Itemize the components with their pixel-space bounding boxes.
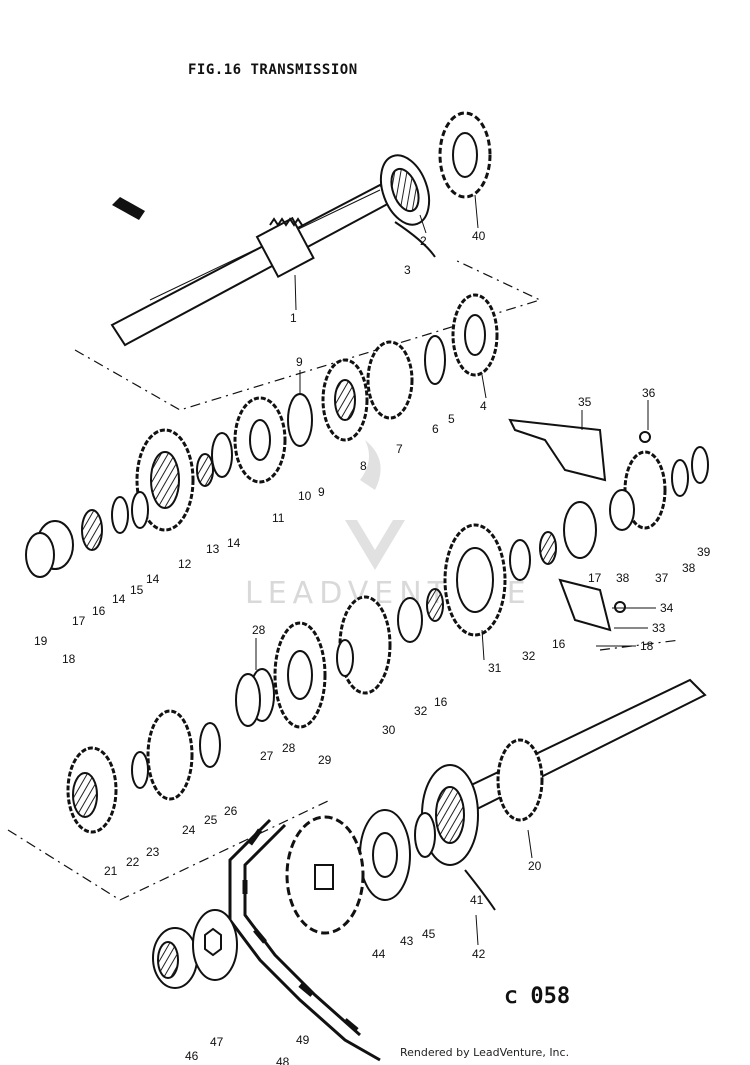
callout-22: 22: [126, 855, 140, 869]
callout-15: 15: [130, 583, 144, 597]
callout-36: 36: [642, 386, 656, 400]
callout-9b: 9: [318, 485, 325, 499]
callout-41: 41: [470, 893, 484, 907]
callout-10: 10: [298, 489, 312, 503]
callout-11: 11: [272, 511, 285, 525]
callout-34: 34: [660, 601, 674, 615]
sprocket-40: [438, 111, 492, 199]
callout-47: 47: [210, 1035, 224, 1049]
callout-18: 18: [62, 652, 76, 666]
callout-6: 6: [432, 422, 439, 436]
callout-38b: 38: [616, 571, 630, 585]
countershaft-gears: [25, 293, 499, 578]
callout-32a: 32: [522, 649, 536, 663]
countershaft: [110, 154, 436, 347]
nut-washer: [152, 909, 238, 989]
callout-1: 1: [290, 311, 297, 325]
callout-32b: 32: [414, 704, 428, 718]
callout-5: 5: [448, 412, 455, 426]
callout-12: 12: [178, 557, 192, 571]
arrow-icon: [112, 197, 145, 220]
callout-35: 35: [578, 395, 592, 409]
shift-bracket: [508, 418, 709, 632]
callout-39: 39: [697, 545, 711, 559]
callout-2: 2: [420, 234, 427, 248]
callout-49: 49: [296, 1033, 310, 1047]
callout-17: 17: [72, 614, 86, 628]
callout-48: 48: [276, 1055, 290, 1065]
callout-42: 42: [472, 947, 486, 961]
footer-credit: Rendered by LeadVenture, Inc.: [400, 1046, 570, 1059]
callout-14a: 14: [227, 536, 241, 550]
drive-chain: [228, 818, 381, 1062]
mainshaft-gears: [66, 501, 597, 834]
callout-labels: 40 2 3 1 4 5 6 7 8 9 9 10 11 12 13 14 14…: [34, 229, 711, 1065]
callout-28b: 28: [282, 741, 296, 755]
callout-18b: 18: [640, 639, 654, 653]
leader-lines: [255, 194, 656, 946]
callout-29: 29: [318, 753, 332, 767]
callout-40: 40: [472, 229, 486, 243]
callout-43: 43: [400, 934, 414, 948]
callout-16b: 16: [552, 637, 566, 651]
callout-31: 31: [488, 661, 502, 675]
callout-33: 33: [652, 621, 666, 635]
callout-7: 7: [396, 442, 403, 456]
callout-8: 8: [360, 459, 367, 473]
callout-16c: 16: [434, 695, 448, 709]
callout-14c: 14: [146, 572, 160, 586]
drive-sprocket: [285, 815, 365, 935]
callout-4: 4: [480, 399, 487, 413]
callout-9a: 9: [296, 355, 303, 369]
callout-24: 24: [182, 823, 196, 837]
callout-37: 37: [655, 571, 669, 585]
watermark-logo: [345, 440, 405, 570]
diagram-code: ⅽ 058: [505, 984, 571, 1009]
callout-19: 19: [34, 634, 48, 648]
callout-46: 46: [185, 1049, 199, 1063]
callout-30: 30: [382, 723, 396, 737]
callout-45: 45: [422, 927, 436, 941]
callout-13: 13: [206, 542, 220, 556]
figure-title: FIG.16 TRANSMISSION: [188, 62, 358, 78]
mainshaft: [359, 678, 707, 911]
callout-26: 26: [224, 804, 238, 818]
callout-16: 16: [92, 604, 106, 618]
callout-25: 25: [204, 813, 218, 827]
callout-28a: 28: [252, 623, 266, 637]
callout-3: 3: [404, 263, 411, 277]
callout-27: 27: [260, 749, 274, 763]
callout-17b: 17: [588, 571, 602, 585]
callout-14b: 14: [112, 592, 126, 606]
callout-44: 44: [372, 947, 386, 961]
callout-20: 20: [528, 859, 542, 873]
callout-21: 21: [104, 864, 118, 878]
callout-38a: 38: [682, 561, 696, 575]
callout-23: 23: [146, 845, 160, 859]
